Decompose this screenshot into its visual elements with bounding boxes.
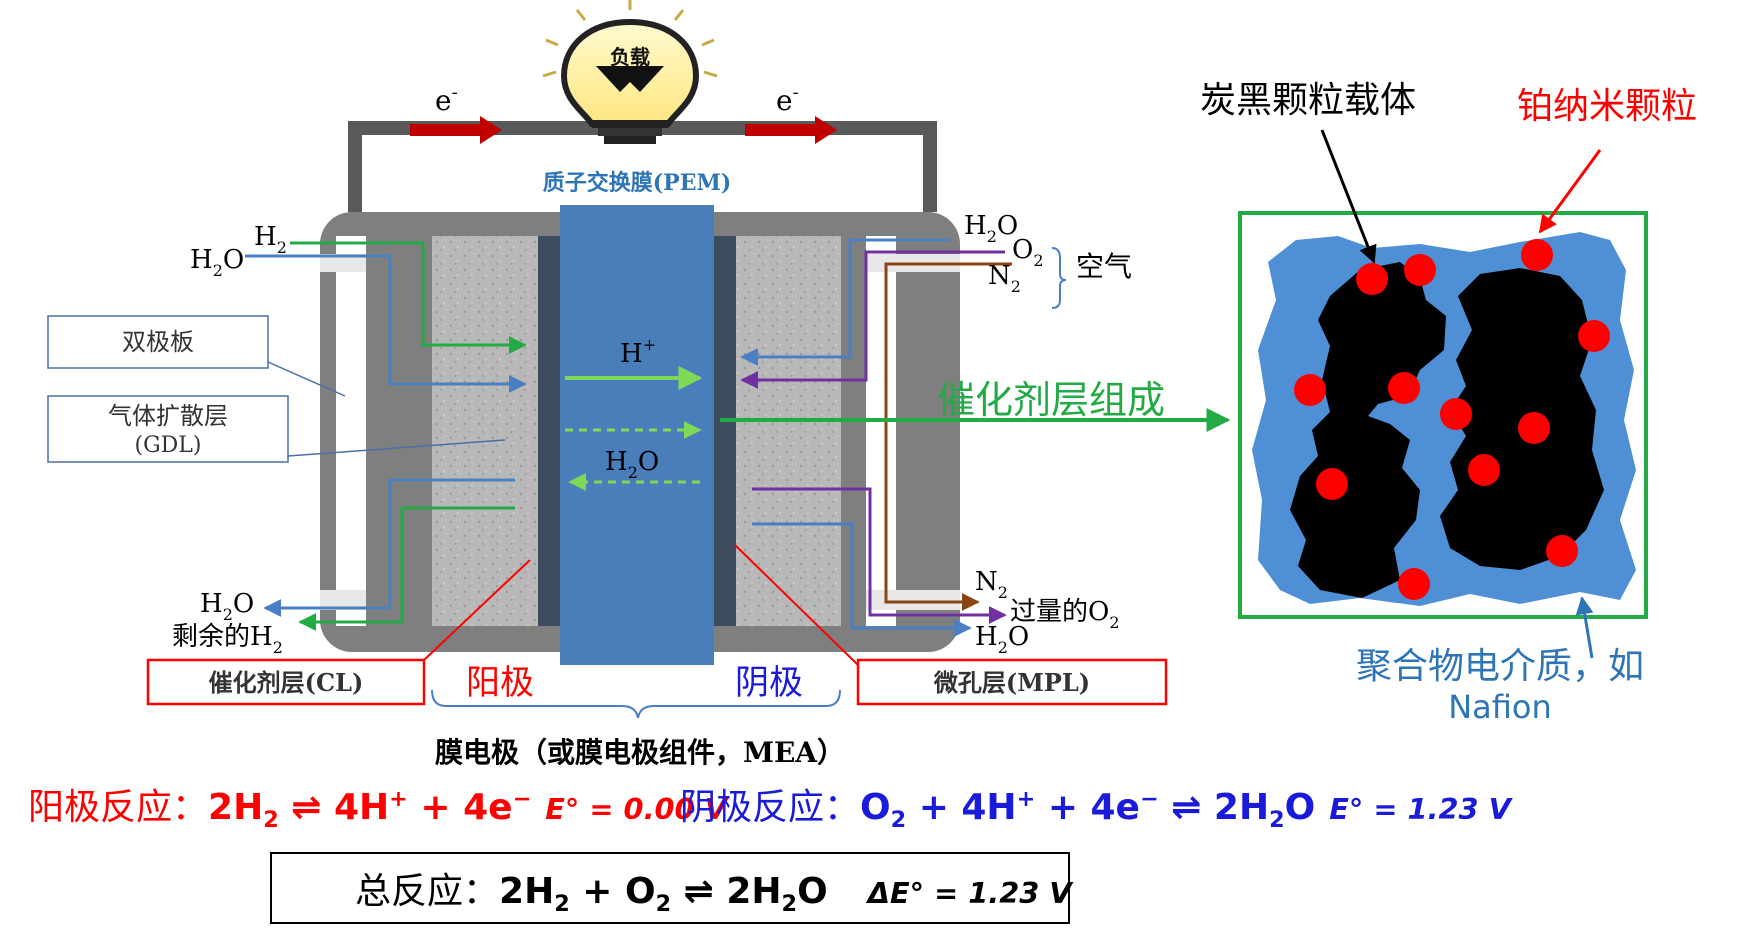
proton-exchange-membrane	[560, 205, 714, 665]
cathode-label: 阴极	[735, 663, 803, 703]
cathode-h2o-outlet-label: H2O	[975, 622, 1029, 657]
air-brace	[1051, 247, 1067, 309]
load-label: 负载	[610, 45, 650, 69]
carbon-support-label: 炭黑颗粒载体	[1200, 80, 1416, 121]
electron-label: e	[776, 84, 793, 117]
pem-label: 质子交换膜(PEM)	[543, 170, 731, 196]
n2-outlet-label: N2	[975, 567, 1008, 602]
water-back-label: H2O	[605, 447, 659, 482]
gdl-label-line1: 气体扩散层	[108, 402, 228, 430]
catalyst-layer-cathode	[714, 236, 736, 626]
mea-brace	[431, 689, 841, 719]
mea-label: 膜电极（或膜电极组件，MEA）	[435, 736, 845, 769]
h2o-inlet-label: H2O	[190, 245, 244, 280]
proton-label: H+	[620, 335, 656, 369]
o2-inlet-label: O2	[1012, 235, 1044, 270]
o2-inlet-arrow	[740, 250, 1005, 389]
catalyst-layer-callout-box	[146, 658, 426, 706]
catalyst-layer-label: 催化剂层(CL)	[209, 668, 364, 697]
h2o-outlet-arrow	[263, 478, 515, 617]
polymer-electrolyte-label-line1: 聚合物电介质，如	[1356, 646, 1644, 687]
composition-label: 催化剂层组成	[937, 378, 1165, 422]
anode-e0: E° = 0.00 V	[545, 792, 727, 826]
cathode-reaction-label: 阴极反应：	[680, 787, 861, 828]
cathode-e0: E° = 1.23 V	[1329, 792, 1511, 826]
svg-text:e-: e-	[435, 82, 458, 117]
anode-reaction: 阳极反应：2H2 ⇌ 4H+ + 4e−E° = 0.00 V	[28, 786, 727, 834]
pt-nanoparticles-label: 铂纳米颗粒	[1517, 86, 1697, 127]
h2-inlet-arrow	[290, 241, 527, 354]
n2-inlet-label: N2	[988, 261, 1021, 296]
bipolar-plate-left-channel	[336, 236, 366, 626]
light-bulb-icon: 负载	[542, 0, 718, 144]
gas-diffusion-layer-anode	[432, 236, 538, 626]
electron-arrow-left: e-	[410, 82, 502, 144]
n2-inlet-arrow	[884, 262, 1012, 611]
h2-inlet-label: H2	[254, 222, 287, 257]
h2o-outlet-label: H2O	[200, 589, 254, 624]
svg-text:e-: e-	[776, 82, 799, 117]
excess-o2-outlet-arrow	[752, 487, 1007, 624]
residual-h2-outlet-arrow	[298, 506, 515, 631]
total-reaction-label: 总反应：	[355, 871, 500, 912]
bipolar-plate-label: 双极板	[122, 328, 194, 356]
pt-nanoparticles	[1294, 239, 1610, 600]
anode-reaction-label: 阳极反应：	[28, 787, 209, 828]
cathode-h2o-inlet-arrow	[740, 238, 950, 366]
gdl-label-line2: (GDL)	[135, 433, 202, 458]
anode-label: 阳极	[466, 663, 534, 703]
excess-o2-label: 过量的O2	[1010, 597, 1120, 632]
carbon-black-support-left	[1290, 262, 1446, 598]
gdl-callout-box	[47, 395, 289, 463]
cathode-h2o-inlet-label: H2O	[964, 211, 1018, 246]
polymer-electrolyte-label-line2: Nafion	[1448, 688, 1552, 726]
total-reaction-box	[270, 852, 1070, 924]
air-label: 空气	[1076, 250, 1132, 283]
mpl-label: 微孔层(MPL)	[933, 668, 1090, 697]
mpl-callout-box	[856, 658, 1168, 706]
h2o-inlet-arrow	[245, 254, 527, 393]
total-delta-e0: ΔE° = 1.23 V	[867, 876, 1072, 910]
gas-diffusion-layer-cathode	[735, 236, 841, 626]
electron-arrow-right: e-	[745, 82, 837, 144]
cathode-h2o-outlet-arrow	[752, 522, 972, 637]
electron-label: e	[435, 84, 452, 117]
residual-h2-label: 剩余的H2	[172, 622, 283, 657]
catalyst-layer-anode	[538, 236, 560, 626]
bipolar-plate-callout-box	[47, 315, 269, 369]
